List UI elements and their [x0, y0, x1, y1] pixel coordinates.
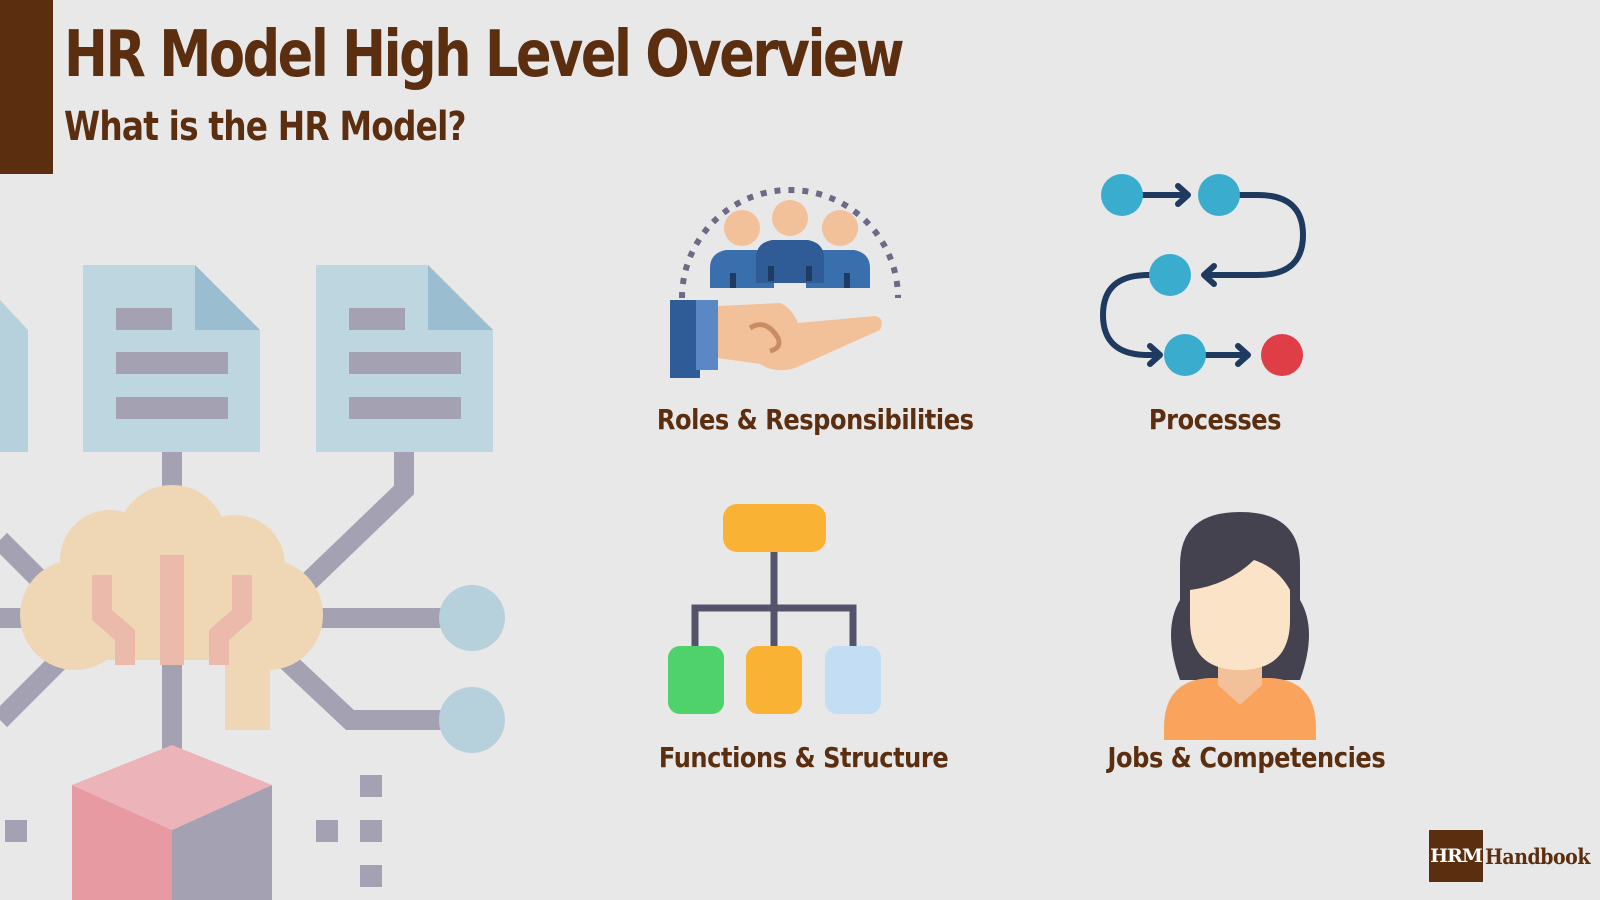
brand-logo-box: HRM — [1429, 830, 1483, 882]
brain-network-illustration — [0, 265, 505, 900]
roles-responsibilities-label: Roles & Responsibilities — [656, 403, 974, 436]
processes-label: Processes — [1148, 403, 1282, 436]
page-title: HR Model High Level Overview — [64, 18, 905, 92]
hrm-handbook-logo: HRM Handbook — [1429, 830, 1600, 882]
woman-avatar-icon — [1164, 512, 1316, 740]
roles-hand-people-icon — [670, 187, 901, 378]
org-chart-icon — [668, 504, 881, 714]
process-flow-icon — [1100, 174, 1306, 376]
functions-structure-label: Functions & Structure — [658, 741, 949, 774]
jobs-competencies-label: Jobs & Competencies — [1107, 741, 1386, 774]
title-accent-bar — [0, 0, 53, 174]
page-subtitle: What is the HR Model? — [64, 104, 467, 150]
brand-logo-text: Handbook — [1485, 843, 1590, 869]
